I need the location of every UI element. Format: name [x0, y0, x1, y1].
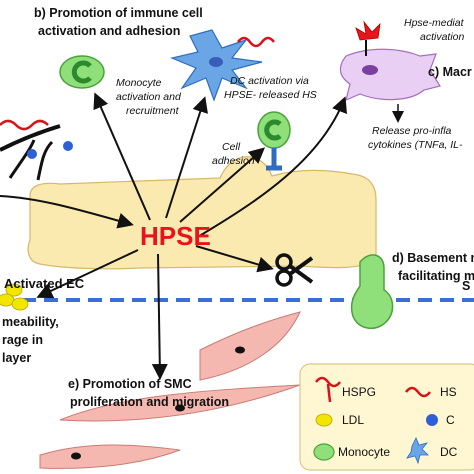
arrow-to-smc — [151, 253, 168, 380]
section-d-line2: facilitating m — [398, 269, 474, 283]
permeability-label-1: meability, — [2, 315, 59, 329]
legend-ldl-label: LDL — [342, 413, 364, 427]
dc-label-1: DC activation via — [230, 75, 309, 87]
arrow-to-ldl — [36, 249, 139, 299]
section-b-line2: activation and adhesion — [38, 24, 180, 38]
legend-hspg-label: HSPG — [342, 385, 376, 399]
hpse-hub-label: HPSE — [140, 221, 211, 251]
hspg-fiber-left-2 — [8, 139, 54, 181]
adhesion-receptor — [266, 148, 282, 171]
macro-top-label-1: Hpse-mediat — [404, 17, 465, 29]
legend-dc-icon — [406, 437, 429, 465]
permeability-label-2: rage in — [2, 333, 43, 347]
ldl-cluster-3 — [11, 297, 29, 311]
migrating-cell — [350, 254, 394, 330]
dc-hs-chain — [237, 36, 275, 48]
legend-c-label: C — [446, 413, 455, 427]
legend-ldl-icon — [315, 413, 333, 427]
smc-cell-2 — [199, 311, 301, 381]
activated-ec-label: Activated EC — [4, 276, 85, 291]
ldl-ball-2 — [63, 141, 73, 151]
section-e-line1: e) Promotion of SMC — [68, 377, 192, 391]
hs-chain-left — [0, 119, 49, 131]
macrophage-receptor — [355, 20, 381, 41]
smc-nucleus-3 — [71, 452, 81, 460]
arrow-to-macrophage — [195, 96, 347, 239]
legend-monocyte-label: Monocyte — [338, 445, 390, 459]
smc-cell-3 — [39, 444, 181, 469]
section-b-line1: b) Promotion of immune cell — [34, 6, 203, 20]
macrophage-nucleus — [362, 65, 378, 75]
macro-release-label-2: cytokines (TNFa, IL- — [368, 139, 463, 151]
macrophage-cell — [339, 48, 441, 102]
dc-label-2: HPSE- released HS — [224, 89, 317, 101]
right-edge-label: S — [462, 279, 470, 293]
arrow-to-adhesion — [179, 147, 266, 223]
adhering-monocyte — [257, 111, 291, 149]
permeability-label-3: layer — [2, 351, 31, 365]
adhering-monocyte-nucleus — [264, 119, 282, 141]
arrow-from-hspg — [0, 195, 134, 229]
monocyte-label-3: recruitment — [126, 105, 180, 117]
adhesion-label-2: adhesion — [212, 155, 255, 167]
endothelium-layer — [27, 156, 377, 270]
legend-dc-label: DC — [440, 445, 458, 459]
arrow-to-scissors — [195, 245, 274, 273]
monocyte-nucleus — [71, 60, 92, 84]
macro-top-label-2: activation — [420, 31, 465, 43]
legend-hs-icon — [405, 386, 431, 398]
section-d-line1: d) Basement m — [392, 251, 474, 265]
section-c-title: c) Macr — [428, 65, 472, 79]
legend-monocyte-icon — [313, 443, 335, 461]
ldl-cluster-1 — [5, 283, 23, 297]
hspg-fiber-left — [0, 124, 61, 152]
monocyte-label-2: activation and — [116, 91, 182, 103]
arrow-to-dc — [165, 96, 208, 219]
legend-box — [299, 363, 474, 471]
adhesion-label-1: Cell — [222, 141, 241, 153]
smc-nucleus-1 — [175, 404, 185, 412]
macro-release-label-1: Release pro-infla — [372, 125, 452, 137]
smc-nucleus-2 — [235, 346, 245, 354]
scissors-icon — [275, 253, 314, 287]
legend-hs-label: HS — [440, 385, 457, 399]
legend-hspg-icon — [315, 376, 341, 403]
monocyte-label-1: Monocyte — [116, 77, 162, 89]
dc-nucleus — [209, 57, 223, 67]
legend-c-icon — [426, 414, 438, 426]
ldl-ball-1 — [27, 149, 37, 159]
section-e-line2: proliferation and migration — [70, 395, 229, 409]
arrow-to-monocyte — [93, 92, 151, 221]
monocyte-cell — [59, 55, 105, 89]
